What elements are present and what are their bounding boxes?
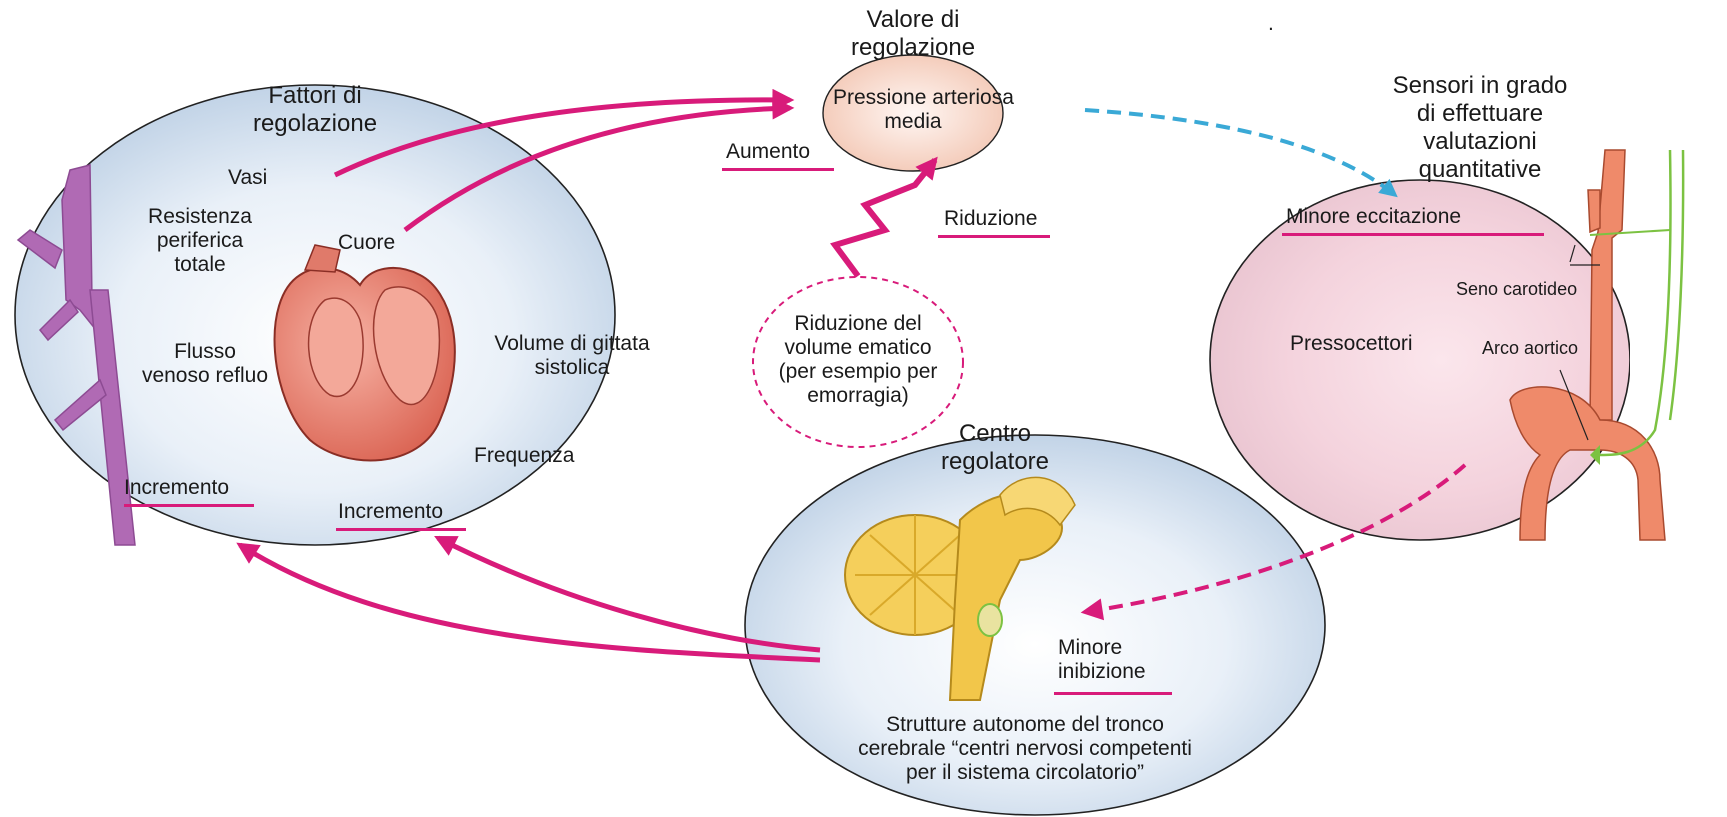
sensors-title-line4: quantitative: [1385, 156, 1575, 184]
aortic-arch-label: Arco aortico: [1482, 337, 1578, 359]
less-inhibition-underline: [1054, 692, 1172, 695]
sensors-title: Sensori in grado di effettuare valutazio…: [1385, 72, 1575, 184]
resistance-line1: Resistenza: [130, 205, 270, 229]
sensors-title-line1: Sensori in grado: [1385, 72, 1575, 100]
increase-left-underline: [124, 504, 254, 507]
rate-label: Frequenza: [474, 444, 574, 468]
sensors-title-line3: valutazioni: [1385, 128, 1575, 156]
stroke-volume-label: Volume di gittata sistolica: [482, 332, 662, 380]
disturbance-line4: emorragia): [773, 384, 943, 408]
reduction-underline: [938, 235, 1050, 238]
regulation-factors-title-line1: Fattori di: [240, 82, 390, 110]
controller-title-line1: Centro: [920, 420, 1070, 448]
less-excitation-label: Minore eccitazione: [1286, 205, 1461, 229]
controller-desc-line1: Strutture autonome del tronco: [835, 713, 1215, 737]
sensors-title-line2: di effettuare: [1385, 100, 1575, 128]
resistance-line2: periferica: [130, 229, 270, 253]
controller-title: Centro regolatore: [920, 420, 1070, 476]
carotid-sinus-label: Seno carotideo: [1456, 278, 1577, 300]
resistance-line3: totale: [130, 253, 270, 277]
set-value-content: Pressione arteriosa media: [833, 86, 993, 134]
controller-desc-line2: cerebrale “centri nervosi competenti: [835, 737, 1215, 761]
set-value-content-line1: Pressione arteriosa: [833, 86, 993, 110]
arrow-disturbance-to-set-value: [835, 160, 935, 276]
reduction-label: Riduzione: [944, 207, 1037, 231]
increase-left-label: Incremento: [124, 476, 229, 500]
arrow-controller-to-vessels: [240, 545, 820, 660]
controller-title-line2: regolatore: [920, 448, 1070, 476]
controller-desc-line3: per il sistema circolatorio”: [835, 761, 1215, 785]
resistance-label: Resistenza periferica totale: [130, 205, 270, 277]
heart-label: Cuore: [338, 231, 395, 255]
less-inhibition-line2: inibizione: [1058, 660, 1146, 684]
set-value-title: Valore di regolazione: [838, 6, 988, 62]
stray-mark: .: [1268, 12, 1274, 36]
increase-heart-underline: [336, 528, 466, 531]
increase-underline: [722, 168, 834, 171]
stroke-volume-line2: sistolica: [482, 356, 662, 380]
baroreceptors-label: Pressocettori: [1290, 332, 1413, 356]
stroke-volume-line1: Volume di gittata: [482, 332, 662, 356]
regulation-factors-title-line2: regolazione: [240, 110, 390, 138]
arrow-set-value-to-sensors: [1085, 110, 1395, 195]
increase-label: Aumento: [726, 140, 810, 164]
controller-description: Strutture autonome del tronco cerebrale …: [835, 713, 1215, 785]
less-inhibition-label: Minore inibizione: [1058, 636, 1146, 684]
regulation-factors-title: Fattori di regolazione: [240, 82, 390, 138]
venous-return-line2: venoso refluo: [135, 364, 275, 388]
vessels-label: Vasi: [228, 166, 267, 190]
less-excitation-underline: [1282, 233, 1544, 236]
increase-heart-label: Incremento: [338, 500, 443, 524]
less-inhibition-line1: Minore: [1058, 636, 1146, 660]
disturbance-line3: (per esempio per: [773, 360, 943, 384]
set-value-title-line2: regolazione: [838, 34, 988, 62]
disturbance-line2: volume ematico: [773, 336, 943, 360]
disturbance-text: Riduzione del volume ematico (per esempi…: [773, 312, 943, 408]
venous-return-line1: Flusso: [135, 340, 275, 364]
disturbance-line1: Riduzione del: [773, 312, 943, 336]
venous-return-label: Flusso venoso refluo: [135, 340, 275, 388]
set-value-title-line1: Valore di: [838, 6, 988, 34]
set-value-content-line2: media: [833, 110, 993, 134]
